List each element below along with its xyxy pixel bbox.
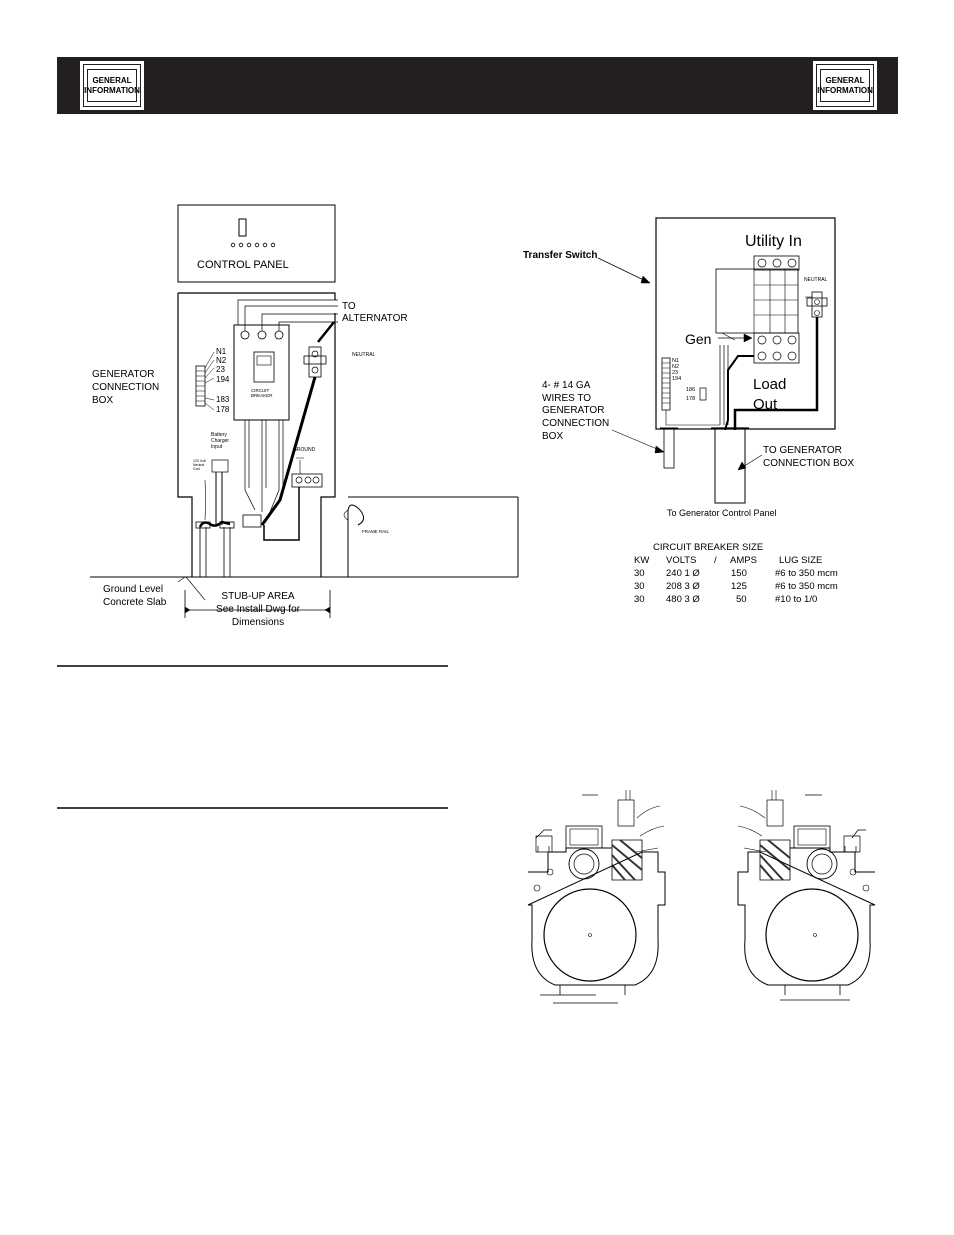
- breaker-row3-kw: 30: [634, 594, 645, 605]
- breaker-row2-volts: 208 3 Ø: [666, 581, 700, 592]
- frame-rail-label: FRAME RAIL: [362, 529, 390, 534]
- ground-level-label-2: Concrete Slab: [103, 597, 167, 608]
- ground-level-label-1: Ground Level: [103, 584, 163, 595]
- section-header-bar: GENERAL INFORMATION GENERAL INFORMATION: [57, 57, 898, 114]
- battery-small-label-3: Gnd: [193, 467, 200, 471]
- to-gen-box-label-2: CONNECTION BOX: [763, 458, 854, 469]
- gen-conn-box-label-3: BOX: [92, 395, 113, 406]
- right-wiring-diagram: [597, 217, 836, 504]
- battery-charger-label-3: Input: [211, 444, 223, 450]
- to-alternator-label-2: ALTERNATOR: [342, 313, 408, 324]
- breaker-row1-lug: #6 to 350 mcm: [775, 568, 838, 579]
- gen-conn-box-label-2: CONNECTION: [92, 382, 159, 393]
- breaker-row1-amps: 150: [731, 568, 747, 579]
- breaker-header-kw: KW: [634, 555, 649, 566]
- breaker-row3-volts: 480 3 Ø: [666, 594, 700, 605]
- breaker-row2-lug: #6 to 350 mcm: [775, 581, 838, 592]
- breaker-header-amps: AMPS: [730, 555, 757, 566]
- terminal-178: 178: [216, 405, 230, 414]
- wires-note-3: GENERATOR: [542, 405, 604, 416]
- general-information-badge-left: GENERAL INFORMATION: [80, 61, 144, 110]
- load-label: Load: [753, 376, 786, 393]
- stub-up-label-1: STUB-UP AREA: [221, 591, 294, 602]
- terminal-194: 194: [216, 375, 230, 384]
- stub-up-label-3: Dimensions: [232, 617, 284, 628]
- wires-note-4: CONNECTION: [542, 418, 609, 429]
- rt-terminal-194: 194: [672, 376, 681, 382]
- terminal-23: 23: [216, 365, 225, 374]
- breaker-row1-volts: 240 1 Ø: [666, 568, 700, 579]
- badge-label-left: GENERAL INFORMATION: [84, 69, 140, 102]
- battery-small-label-1: 120 Volt: [193, 459, 206, 463]
- general-information-badge-right: GENERAL INFORMATION: [813, 61, 877, 110]
- left-wiring-diagram: [90, 204, 519, 618]
- wires-note-5: BOX: [542, 431, 563, 442]
- to-alternator-label-1: TO: [342, 301, 356, 312]
- rt-terminal-23: 23: [672, 370, 678, 376]
- breaker-table-title: CIRCUIT BREAKER SIZE: [653, 542, 763, 553]
- rt-terminal-n1: N1: [672, 358, 679, 364]
- left-diagram-labels: CONTROL PANEL TO ALTERNATOR NEUTRAL GENE…: [92, 259, 408, 628]
- control-panel-label: CONTROL PANEL: [197, 259, 289, 271]
- circuit-breaker-label-1: CIRCUIT: [251, 388, 269, 393]
- terminal-n1: N1: [216, 347, 227, 356]
- terminal-n2: N2: [216, 356, 227, 365]
- terminal-183: 183: [216, 395, 230, 404]
- to-gen-box-label-1: TO GENERATOR: [763, 445, 842, 456]
- engine-illustration-left: [527, 790, 666, 1004]
- to-control-panel-label: To Generator Control Panel: [667, 508, 777, 518]
- battery-charger-label-2: Charger: [211, 438, 229, 444]
- circuit-breaker-table: CIRCUIT BREAKER SIZE KW VOLTS / AMPS LUG…: [634, 542, 838, 605]
- utility-in-label: Utility In: [745, 233, 802, 250]
- neutral-label-right: NEUTRAL: [804, 277, 828, 283]
- wires-note-1: 4- # 14 GA: [542, 380, 591, 391]
- breaker-row3-lug: #10 to 1/0: [775, 594, 817, 605]
- stub-up-label-2: See Install Dwg for: [216, 604, 301, 615]
- neutral-label-left: NEUTRAL: [352, 352, 376, 358]
- gen-conn-box-label-1: GENERATOR: [92, 369, 154, 380]
- gen-label: Gen: [685, 331, 711, 347]
- out-label: Out: [753, 396, 778, 413]
- breaker-row1-kw: 30: [634, 568, 645, 579]
- wires-note-2: WIRES TO: [542, 393, 591, 404]
- breaker-header-volts: VOLTS: [666, 555, 696, 566]
- badge-label-right: GENERAL INFORMATION: [817, 69, 873, 102]
- rt-terminal-186: 186: [686, 387, 695, 393]
- ground-label: GROUND: [293, 447, 316, 453]
- breaker-row3-amps: 50: [736, 594, 747, 605]
- transfer-switch-label: Transfer Switch: [523, 250, 597, 261]
- breaker-row2-amps: 125: [731, 581, 747, 592]
- breaker-header-slash: /: [714, 555, 717, 566]
- battery-charger-label-1: Battery: [211, 432, 227, 438]
- rt-terminal-n2: N2: [672, 364, 679, 370]
- circuit-breaker-label-2: BREAKER: [251, 393, 273, 398]
- breaker-header-lug: LUG SIZE: [779, 555, 822, 566]
- battery-small-label-2: Neutral: [193, 463, 205, 467]
- rt-terminal-178: 178: [686, 396, 695, 402]
- right-diagram-labels: Transfer Switch Utility In NEUTRAL Gen L…: [523, 233, 854, 518]
- engine-illustration-right: [737, 790, 876, 1001]
- breaker-row2-kw: 30: [634, 581, 645, 592]
